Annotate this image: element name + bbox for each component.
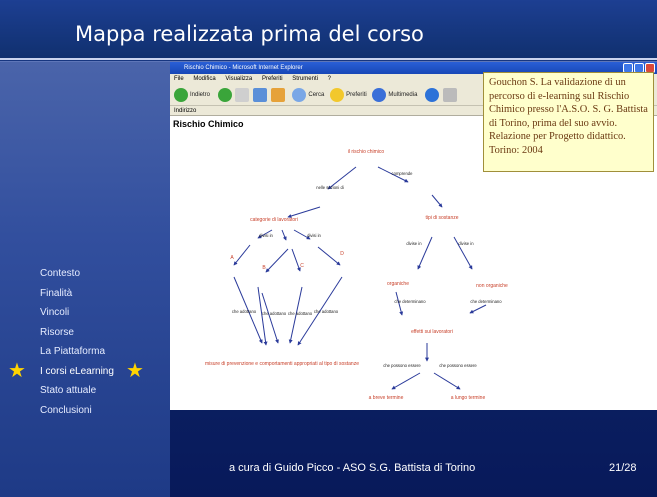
map-link-label: che adottano — [314, 309, 339, 314]
nav-item-label: Finalità — [40, 287, 73, 299]
nav-item-label: I corsi eLearning — [40, 365, 114, 377]
browser-title: Rischio Chimico - Microsoft Internet Exp… — [184, 65, 303, 71]
page-heading: Rischio Chimico — [173, 119, 244, 129]
slide-footer: a cura di Guido Picco - ASO S.G. Battist… — [0, 462, 657, 482]
map-node: misure di prevenzione e comportamenti ap… — [205, 361, 359, 367]
map-link-label: divisi in — [259, 233, 273, 238]
map-node: il rischio chimico — [348, 149, 385, 155]
history-icon[interactable] — [425, 88, 440, 102]
map-link-label: che adottano — [232, 309, 257, 314]
title-divider-thin — [0, 61, 657, 62]
map-node: categorie di lavoratori — [250, 217, 298, 223]
mail-icon[interactable] — [442, 88, 457, 102]
map-node: D — [340, 251, 344, 257]
map-link-labels: nelle sezioni di comprende divisi in div… — [232, 171, 502, 368]
map-link-label: divise in — [458, 241, 474, 246]
map-link-label: che adottano — [288, 311, 313, 316]
map-link-label: che possono essere — [439, 363, 477, 368]
menu-file[interactable]: File — [174, 76, 184, 82]
map-link-label: nelle sezioni di — [316, 185, 344, 190]
citation-note: Gouchon S. La validazione di un percorso… — [483, 72, 654, 172]
map-arrows — [233, 166, 487, 390]
nav-item-risorse[interactable]: Risorse — [40, 323, 170, 343]
favorites-label: Preferiti — [346, 92, 367, 98]
nav-item-finalita[interactable]: Finalità — [40, 284, 170, 304]
stop-icon[interactable] — [235, 88, 250, 102]
nav-item-label: Stato attuale — [40, 385, 97, 396]
favorites-icon[interactable] — [330, 88, 345, 102]
back-label: Indietro — [190, 92, 211, 98]
map-link-label: divisi in — [307, 233, 321, 238]
slide-navigation: Contesto Finalità Vincoli Risorse La Pia… — [8, 264, 170, 421]
star-icon: ★ — [126, 359, 144, 382]
star-icon: ★ — [8, 359, 26, 382]
slide-title: Mappa realizzata prima del corso — [75, 22, 424, 46]
address-label: Indirizzo — [174, 108, 197, 114]
search-icon[interactable] — [292, 88, 307, 102]
left-panel — [0, 62, 170, 497]
media-label: Multimedia — [388, 92, 418, 98]
media-icon[interactable] — [372, 88, 387, 102]
map-node: a breve termine — [369, 395, 404, 401]
nav-item-conclusioni[interactable]: Conclusioni — [40, 401, 170, 421]
map-node: C — [300, 263, 304, 269]
map-link-label: che determinano — [470, 299, 502, 304]
title-bar: Mappa realizzata prima del corso — [0, 0, 657, 58]
map-node: non organiche — [476, 283, 508, 289]
menu-preferiti[interactable]: Preferiti — [261, 76, 283, 82]
map-node: a lungo termine — [451, 395, 486, 401]
home-icon[interactable] — [270, 88, 285, 102]
menu-help[interactable]: ? — [327, 76, 331, 82]
nav-item-label: La Piattaforma — [40, 346, 106, 357]
nav-item-contesto[interactable]: Contesto — [40, 264, 170, 284]
nav-item-label: Conclusioni — [40, 404, 92, 416]
concept-map: il rischio chimico categorie di lavorato… — [205, 149, 508, 401]
map-link-label: che adottano — [262, 311, 287, 316]
map-node: A — [230, 255, 234, 261]
nav-item-label: Risorse — [40, 326, 74, 338]
nav-item-corsi-elearning[interactable]: ★ I corsi eLearning ★ — [8, 359, 170, 382]
nav-item-stato-attuale[interactable]: Stato attuale — [40, 381, 170, 401]
page-number: 21/28 — [609, 462, 637, 474]
map-link-label: che possono essere — [383, 363, 421, 368]
menu-modifica[interactable]: Modifica — [193, 76, 216, 82]
search-label: Cerca — [308, 92, 325, 98]
nav-item-label: Vincoli — [40, 307, 70, 318]
map-link-label: comprende — [392, 171, 414, 176]
title-divider — [0, 58, 657, 60]
map-node: effetti sui lavoratori — [411, 329, 453, 335]
nav-item-label: Contesto — [40, 268, 81, 279]
footer-credit: a cura di Guido Picco - ASO S.G. Battist… — [229, 462, 476, 474]
forward-icon[interactable] — [217, 88, 232, 102]
map-link-label: divise in — [406, 241, 422, 246]
menu-strumenti[interactable]: Strumenti — [292, 76, 318, 82]
back-icon[interactable] — [174, 88, 188, 102]
nav-item-vincoli[interactable]: Vincoli — [40, 303, 170, 323]
map-node: organiche — [387, 281, 409, 287]
browser-menubar: File Modifica Visualizza Preferiti Strum… — [170, 74, 657, 84]
nav-item-piattaforma[interactable]: La Piattaforma — [40, 342, 170, 362]
menu-visualizza[interactable]: Visualizza — [225, 76, 253, 82]
map-nodes: il rischio chimico categorie di lavorato… — [205, 149, 508, 401]
map-node: B — [262, 265, 266, 271]
refresh-icon[interactable] — [253, 88, 268, 102]
map-node: tipi di sostanze — [425, 215, 458, 221]
address-bar[interactable]: Indirizzo — [170, 106, 657, 116]
map-link-label: che determinano — [394, 299, 426, 304]
